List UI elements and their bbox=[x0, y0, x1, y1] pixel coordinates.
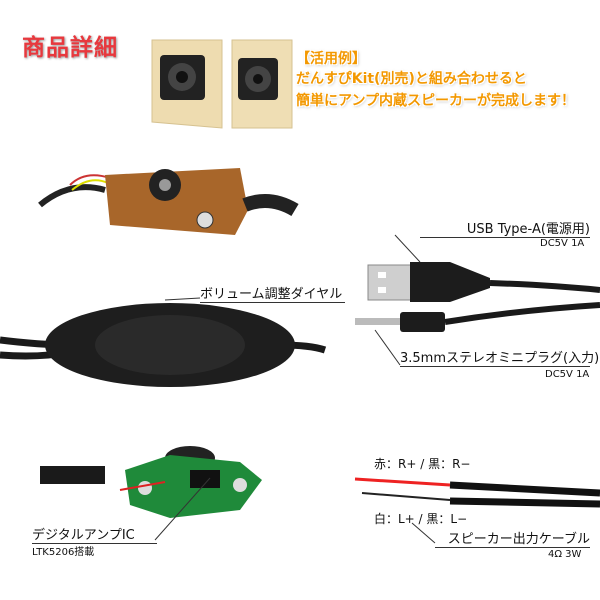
page-title: 商品詳細 bbox=[22, 35, 118, 61]
amp-pcb-photo bbox=[40, 446, 262, 541]
volume-dial-label: ボリューム調整ダイヤル bbox=[200, 283, 345, 303]
usb-label: USB Type-A(電源用) bbox=[420, 218, 590, 238]
promo-line: だんすぴKit(別売)と組み合わせると bbox=[296, 71, 527, 87]
amp-ic-spec: LTK5206搭載 bbox=[32, 547, 95, 558]
left-wire-label: 白：L+ / 黒：L− bbox=[374, 512, 468, 526]
speaker-cable-label: スピーカー出力ケーブル bbox=[435, 528, 590, 548]
speaker-cable-spec: 4Ω 3W bbox=[548, 549, 582, 560]
usb-spec: DC5V 1A bbox=[540, 238, 585, 249]
volume-pcb-photo bbox=[38, 168, 299, 235]
volume-control-photo bbox=[0, 297, 327, 387]
jack-spec: DC5V 1A bbox=[545, 369, 590, 380]
usb-and-jack-photo bbox=[355, 234, 600, 366]
amp-ic-label: デジタルアンプIC bbox=[32, 524, 157, 544]
jack-label: 3.5mmステレオミニプラグ(入力) bbox=[400, 347, 599, 367]
promo-heading: 【活用例】 bbox=[296, 51, 366, 67]
speaker-boxes-photo bbox=[151, 39, 293, 129]
right-wire-label: 赤：R+ / 黒：R− bbox=[374, 457, 471, 471]
speaker-wire-photo bbox=[354, 477, 600, 544]
promo-line: 簡単にアンプ内蔵スピーカーが完成します！ bbox=[296, 93, 576, 109]
